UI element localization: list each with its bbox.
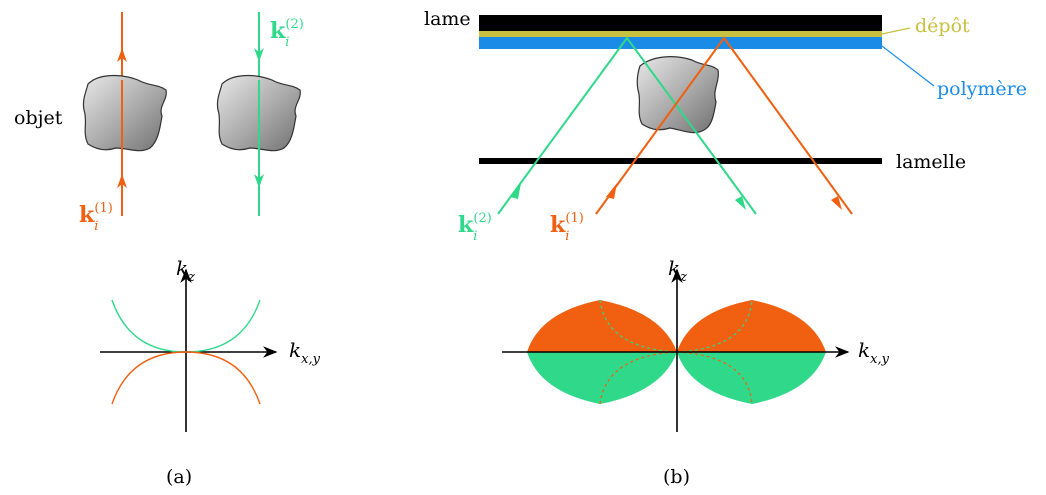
ray-k1-b — [595, 36, 853, 215]
k1-label-b: ki(1) — [550, 211, 584, 244]
k2-label-b: ki(2) — [458, 211, 492, 244]
object-label: objet — [14, 107, 63, 129]
lamelle-coverslip — [479, 158, 882, 164]
caption-b: (b) — [663, 466, 690, 488]
axis-kxy-b: kx,y — [858, 338, 890, 367]
lobe-green-left — [527, 352, 677, 404]
depot-layer — [479, 31, 882, 37]
lamelle-label: lamelle — [896, 151, 966, 173]
polymere-label: polymère — [937, 78, 1027, 100]
lobe-orange-right — [677, 300, 826, 352]
lobe-orange-left — [527, 300, 677, 352]
ray-k2-b — [497, 36, 757, 215]
object-shape-a1 — [82, 74, 167, 152]
kspace-b — [502, 268, 850, 432]
axis-kz-b: kz — [668, 256, 687, 285]
depot-label: dépôt — [915, 15, 970, 37]
object-shape-b — [636, 56, 719, 134]
k2-label-a: ki(2) — [270, 17, 304, 50]
lobe-green-right — [677, 352, 826, 404]
lame-label: lame — [424, 8, 471, 30]
panel-a: objet ki(1) ki(2) kz kx,y (a) — [14, 12, 321, 488]
k1-label-a: ki(1) — [79, 201, 113, 234]
polymere-layer — [479, 37, 882, 49]
caption-a: (a) — [166, 466, 192, 488]
panel-b: lame dépôt polymère lamelle ki(2) ki(1) — [424, 8, 1027, 488]
axis-kxy-a: kx,y — [289, 338, 321, 367]
lame-slide — [479, 15, 882, 31]
axis-kz-a: kz — [176, 256, 195, 285]
curve-k1-a — [111, 351, 261, 405]
kspace-axes-a — [100, 268, 278, 432]
